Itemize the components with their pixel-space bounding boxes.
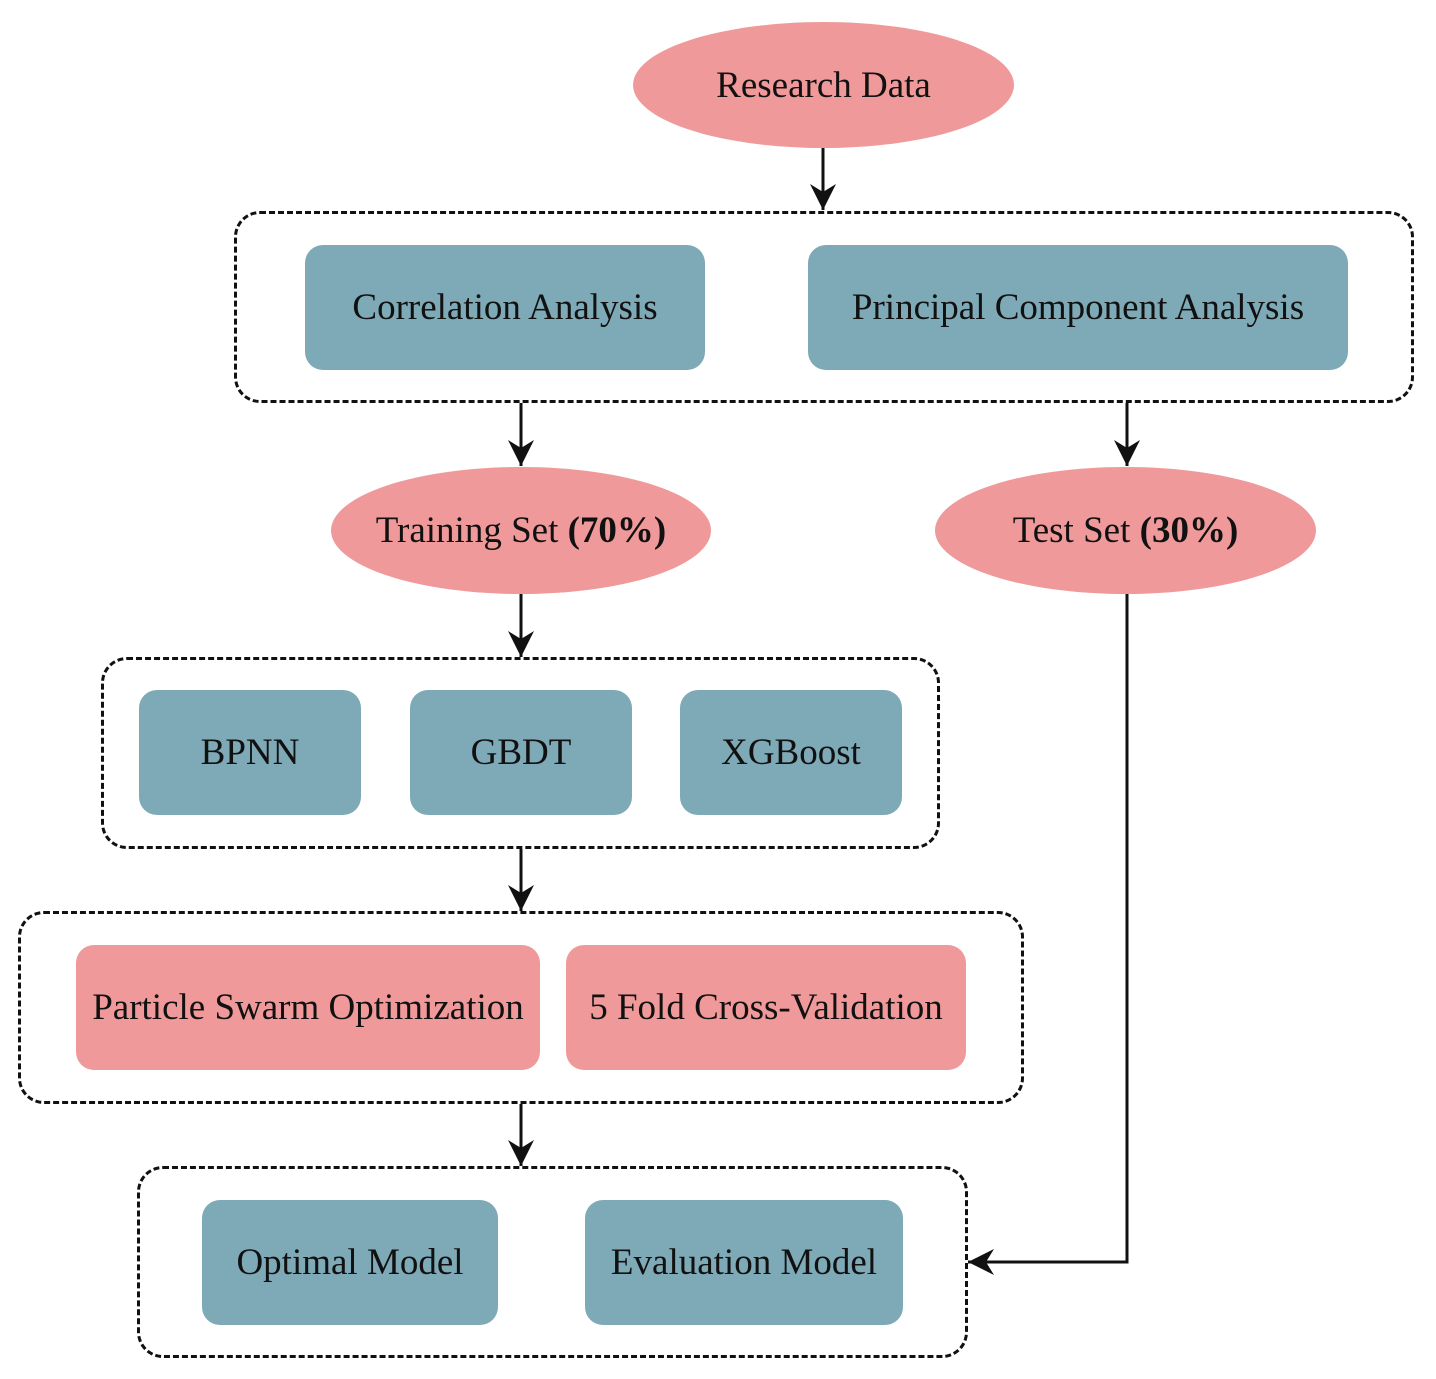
evaluation-model-box: Evaluation Model: [585, 1200, 903, 1325]
test-set-node: Test Set (30%): [935, 467, 1316, 594]
optimal-model-label: Optimal Model: [236, 1242, 464, 1283]
test-set-share: (30%): [1139, 510, 1239, 551]
bpnn-box: BPNN: [139, 690, 361, 815]
pca-label: Principal Component Analysis: [851, 287, 1305, 328]
preprocessing-group: [234, 211, 1414, 403]
training-set-label: Training Set (70%): [375, 510, 667, 551]
correlation-analysis-label: Correlation Analysis: [352, 287, 658, 328]
research-data-node: Research Data: [633, 22, 1014, 148]
cross-validation-label: 5 Fold Cross-Validation: [589, 987, 943, 1028]
xgboost-label: XGBoost: [721, 732, 861, 773]
training-set-node: Training Set (70%): [331, 467, 711, 594]
models-group: [101, 657, 940, 849]
gbdt-label: GBDT: [470, 732, 572, 773]
pso-label: Particle Swarm Optimization: [92, 987, 524, 1028]
test-set-label: Test Set (30%): [1012, 510, 1239, 551]
correlation-analysis-box: Correlation Analysis: [305, 245, 705, 370]
training-set-share: (70%): [567, 510, 667, 551]
optimal-model-box: Optimal Model: [202, 1200, 498, 1325]
research-data-label: Research Data: [716, 64, 931, 106]
tuning-group: [18, 911, 1024, 1104]
evaluation-model-label: Evaluation Model: [610, 1242, 878, 1283]
xgboost-box: XGBoost: [680, 690, 902, 815]
output-group: [137, 1166, 968, 1358]
pca-box: Principal Component Analysis: [808, 245, 1348, 370]
gbdt-box: GBDT: [410, 690, 632, 815]
cross-validation-box: 5 Fold Cross-Validation: [566, 945, 966, 1070]
pso-box: Particle Swarm Optimization: [76, 945, 540, 1070]
bpnn-label: BPNN: [200, 732, 300, 773]
arrow-test-to-output: [968, 594, 1129, 1275]
